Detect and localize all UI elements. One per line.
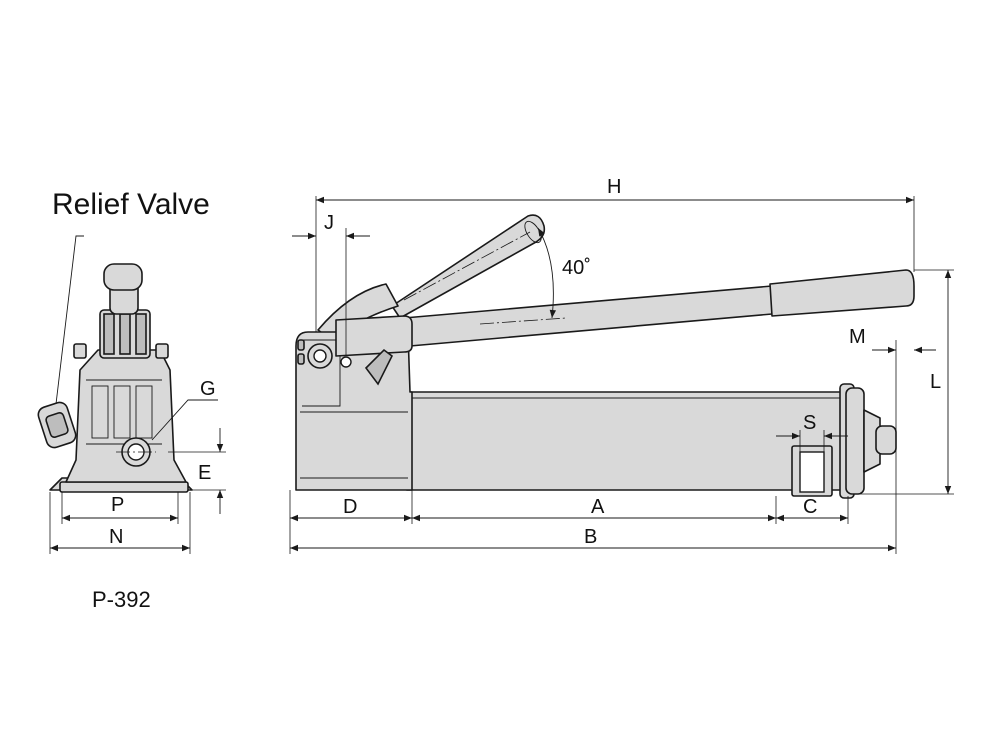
- dim-label-g: G: [200, 378, 216, 400]
- dim-label-j: J: [324, 212, 334, 234]
- end-view-dimensions: [49, 428, 226, 554]
- dim-label-c: C: [803, 496, 817, 518]
- dim-label-b: B: [584, 526, 597, 548]
- model-number: P-392: [92, 587, 151, 612]
- dim-label-n: N: [109, 526, 123, 548]
- dim-label-s: S: [803, 412, 816, 434]
- dim-label-p: P: [111, 494, 124, 516]
- relief-valve-title: Relief Valve: [52, 188, 210, 221]
- dim-label-m: M: [849, 326, 866, 348]
- dim-label-d: D: [343, 496, 357, 518]
- side-view: [295, 214, 915, 499]
- end-view: [37, 235, 218, 493]
- angle-label: 40˚: [562, 257, 591, 279]
- dim-label-e: E: [198, 462, 211, 484]
- dim-label-h: H: [607, 176, 621, 198]
- side-view-dimensions: [289, 196, 954, 554]
- dim-label-l: L: [930, 371, 941, 393]
- dim-label-a: A: [591, 496, 605, 518]
